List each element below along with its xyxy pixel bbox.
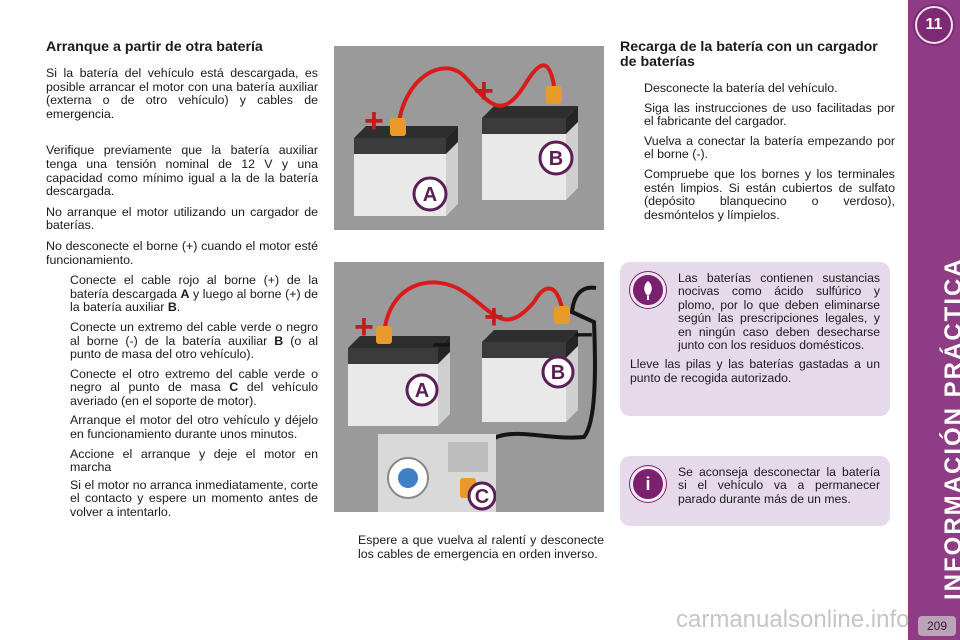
paragraph-no-charger: No arranque el motor utilizando un carga…: [46, 204, 318, 233]
step-5-note: Si el motor no arranca inmediatamente, c…: [70, 477, 318, 520]
left-column: Arranque a partir de otra batería Si la …: [46, 40, 318, 526]
section-title-jump-start: Arranque a partir de otra batería: [46, 39, 263, 55]
minus-sign-b: –: [574, 314, 593, 352]
paragraph-voltage: Verifique previamente que la batería aux…: [46, 143, 318, 199]
page-number: 209: [918, 616, 956, 636]
plus-sign-b: +: [474, 72, 494, 110]
charger-step-4: Compruebe que los bornes y los terminale…: [644, 166, 895, 222]
battery-label-a: A: [415, 380, 429, 402]
battery-diagram-1: A B + +: [354, 63, 578, 216]
battery-a: A: [354, 126, 458, 216]
charger-step-2: Siga las instrucciones de uso facilitada…: [644, 100, 895, 129]
illustration-red-cable: A B + +: [334, 46, 604, 230]
plus-sign-b: +: [484, 298, 504, 336]
plus-sign-a: +: [354, 308, 374, 346]
intro-paragraph: Si la batería del vehículo está descarga…: [46, 66, 318, 121]
ground-label-c: C: [475, 486, 489, 508]
step-5: Accione el arranque y deje el motor en m…: [70, 446, 318, 520]
charger-step-1: Desconecte la batería del vehículo.: [644, 81, 838, 95]
red-cable: [382, 280, 536, 335]
plus-sign-a: +: [364, 102, 384, 140]
chapter-number-badge: 11: [915, 6, 953, 44]
info-icon: i: [630, 466, 666, 502]
black-cable: [472, 285, 597, 473]
chapter-side-tab: [908, 0, 960, 640]
environment-text-2: Lleve las pilas y las baterías gastadas …: [630, 357, 880, 385]
battery-label-a: A: [423, 184, 437, 206]
step-4: Arranque el motor del otro vehículo y dé…: [70, 413, 318, 442]
minus-sign-a: –: [432, 324, 451, 362]
battery-label-b: B: [551, 362, 565, 384]
step-2: Conecte un extremo del cable verde o neg…: [70, 319, 319, 362]
clamp-a: [390, 118, 406, 136]
chapter-title-vertical: INFORMACIÓN PRÁCTICA: [940, 257, 960, 600]
info-note-box: i Se aconseja desconectar la batería si …: [620, 456, 890, 526]
clamp-b: [546, 86, 562, 104]
clamp-a: [376, 326, 392, 344]
battery-a: A: [348, 336, 450, 426]
red-cable: [396, 66, 526, 129]
jump-start-steps: Conecte el cable rojo al borne (+) de la…: [46, 273, 319, 520]
step-1: Conecte el cable rojo al borne (+) de la…: [70, 273, 318, 315]
center-bottom-text: Espere a que vuelva al ralentí y descone…: [334, 533, 604, 567]
environment-text-1: Las baterías contienen sustancias nociva…: [678, 271, 880, 353]
battery-b: B: [482, 330, 578, 422]
battery-b: B: [482, 106, 578, 200]
illustration-full-connection: A B + + – – C: [334, 262, 604, 512]
battery-diagram-2: A B + + – –: [348, 280, 597, 473]
engine-ground-point-photo: C: [378, 434, 497, 512]
charger-step-3: Vuelva a conectar la batería empezando p…: [644, 133, 895, 162]
environment-note-box: Las baterías contienen sustancias nociva…: [620, 262, 890, 416]
clamp-b: [554, 306, 570, 324]
step-final: Espere a que vuelva al ralentí y descone…: [358, 533, 604, 561]
section-title-charger: Recarga de la batería con un cargador de…: [620, 39, 878, 70]
watermark-text: carmanualsonline.info: [676, 606, 910, 633]
paragraph-no-disconnect: No desconecte el borne (+) cuando el mot…: [46, 238, 318, 267]
step-3: Conecte el otro extremo del cable verde …: [70, 366, 318, 408]
info-text: Se aconseja desconectar la batería si el…: [678, 465, 880, 506]
right-column: Recarga de la batería con un cargador de…: [620, 40, 895, 228]
battery-label-b: B: [549, 148, 563, 170]
eco-leaf-icon: [630, 272, 666, 308]
charger-steps: Desconecte la batería del vehículo. Siga…: [620, 81, 895, 222]
